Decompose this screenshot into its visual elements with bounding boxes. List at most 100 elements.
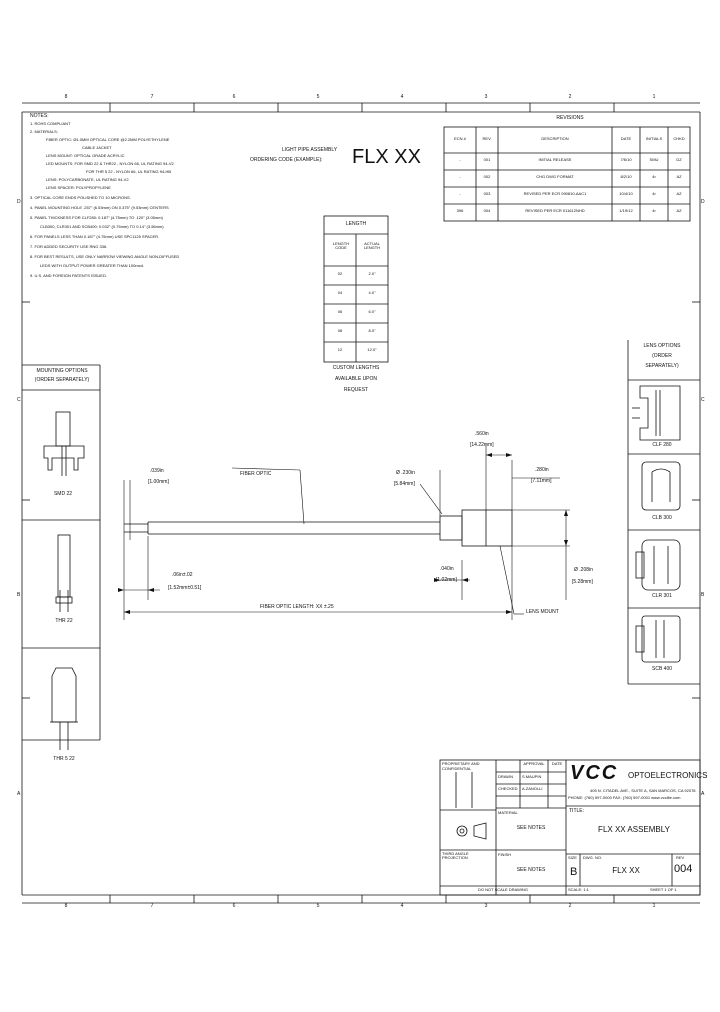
- rev-label: REV: [676, 855, 685, 860]
- length-code: 08: [337, 328, 343, 333]
- zone-right-d: D: [701, 199, 705, 205]
- dim-lensmount-dia-mm: [5.84mm]: [394, 481, 415, 487]
- zone-bottom-6: 6: [232, 903, 236, 909]
- rev-cell: 7/6/10: [620, 157, 632, 162]
- length-actual: 4.0": [368, 290, 376, 295]
- rev-value: 004: [674, 863, 693, 875]
- note-line: 5. PANEL THICKNESS FOR CLF280: 0.187" (4…: [30, 215, 163, 220]
- lens-options-title: (ORDER: [652, 353, 672, 359]
- length-actual: 6.0": [368, 309, 376, 314]
- note-line: FIBER OPTIC: Ø1.0MM OPTICAL CORE @2.2MM …: [46, 137, 170, 142]
- dim-lensmount-dia: Ø .230in: [396, 470, 415, 476]
- length-title: LENGTH: [345, 221, 367, 227]
- rev-cell: -: [459, 174, 461, 179]
- rev-header: DESCRIPTION: [541, 136, 569, 141]
- length-footer: REQUEST: [343, 387, 369, 393]
- zone-top-1: 1: [652, 94, 656, 100]
- rev-cell: DZ: [676, 157, 682, 162]
- mounting-title: MOUNTING OPTIONS: [36, 368, 88, 374]
- zone-right-b: B: [701, 592, 705, 598]
- sig-header-approval: APPROVAL: [523, 761, 545, 766]
- zone-bottom-4: 4: [400, 903, 404, 909]
- rev-cell: 4r: [652, 208, 656, 213]
- rev-cell: AZ: [676, 191, 682, 196]
- length-code: 12: [337, 347, 343, 352]
- scale-value: SCALE: 1:1: [568, 887, 589, 892]
- zone-bottom-1: 1: [652, 903, 656, 909]
- dim-end-06-mm: [1.52mm±0.51]: [168, 585, 202, 591]
- rev-cell: 8/2/10: [620, 174, 632, 179]
- sig-row-label: DRAWN: [498, 774, 513, 779]
- note-line: LEDS WITH OUTPUT POWER GREATER THAN 100m…: [40, 263, 145, 268]
- company-contact: PHONE: (760) 597-0000 FAX: (760) 597-000…: [568, 795, 681, 800]
- zone-top-8: 8: [64, 94, 68, 100]
- length-actual: 12.0": [367, 347, 377, 352]
- length-footer: AVAILABLE UPON: [334, 376, 378, 382]
- mounting-item-thr22: THR 22: [55, 618, 73, 624]
- thr522-drawing: [50, 667, 78, 750]
- finish-value: SEE NOTES: [516, 867, 546, 873]
- smd22-drawing: [43, 411, 85, 476]
- zone-left-d: D: [17, 199, 21, 205]
- title-label: TITLE:: [569, 808, 585, 814]
- do-not-scale: DO NOT SCALE DRAWING: [477, 887, 529, 892]
- note-line: 6. FOR PANELS LESS THAN 0.187" (4.75mm) …: [30, 234, 160, 239]
- dim-fiber-dia: .039in: [150, 468, 164, 474]
- note-line: LENS SPACER: POLYPROPYLENE: [46, 185, 111, 190]
- zone-top-4: 4: [400, 94, 404, 100]
- ordering-line2: ORDERING CODE (EXAMPLE):: [250, 157, 323, 163]
- length-header-actual: ACTUAL LENGTH: [363, 241, 381, 251]
- ordering-code: FLX XX: [352, 146, 421, 168]
- lens-item-scb400: SCB 400: [651, 666, 673, 672]
- rev-header: INITIALS: [645, 136, 663, 141]
- zone-bottom-5: 5: [316, 903, 320, 909]
- note-line: LED MOUNTS: FOR SMD 22 & THR22 - NYLON 6…: [46, 161, 174, 166]
- dim-end-06: .06in±.02: [172, 572, 193, 578]
- size-value: B: [570, 866, 578, 878]
- length-actual: 8.0": [368, 328, 376, 333]
- dim-560: .560in: [475, 431, 489, 437]
- dim-fiber-dia-mm: [1.00mm]: [148, 479, 169, 485]
- rev-cell: SMU: [649, 157, 659, 162]
- dim-280: .280in: [535, 467, 549, 473]
- note-line: 7. FOR ADDED SECURITY USE RNG 336.: [30, 244, 108, 249]
- lens-mount-label: LENS MOUNT: [526, 609, 559, 615]
- sheet-value: SHEET 1 OF 1: [650, 887, 677, 892]
- clf280-drawing: [632, 385, 681, 441]
- note-line: LENS MOUNT: OPTICAL GRADE ACRYLIC: [46, 153, 125, 158]
- thr22-drawing: [55, 534, 73, 612]
- zone-top-3: 3: [484, 94, 488, 100]
- zone-top-6: 6: [232, 94, 236, 100]
- note-line: 8. FOR BEST RESULTS, USE ONLY NARROW VIE…: [30, 254, 180, 259]
- note-line: CLB300, CLR301 AND SCB400: 0.032" (0.75m…: [40, 224, 164, 229]
- length-actual: 2.0": [368, 271, 376, 276]
- rev-cell: 4r: [652, 191, 656, 196]
- note-line: 1. ROHS COMPLIANT: [30, 121, 71, 126]
- title-block-frame: [439, 759, 701, 896]
- sig-row-name: A.ZANOLLI: [522, 786, 543, 791]
- rev-cell: 1/19/12: [619, 208, 633, 213]
- lens-options-title: SEPARATELY): [645, 363, 679, 369]
- fiber-assembly-drawing: [124, 509, 513, 547]
- material-value: SEE NOTES: [516, 825, 546, 831]
- note-line: 4. PANEL MOUNTING HOLE .257" (6.53mm) ON…: [30, 205, 169, 210]
- zone-left-b: B: [17, 592, 21, 598]
- rev-header: ECN #: [454, 136, 466, 141]
- zone-right-c: C: [701, 397, 705, 403]
- dim-040: .040in: [440, 566, 454, 572]
- dim-208: Ø .208in: [574, 567, 593, 573]
- zone-top-2: 2: [568, 94, 572, 100]
- rev-cell: 003: [483, 191, 491, 196]
- rev-cell: 10/4/10: [619, 191, 633, 196]
- dim-560-mm: [14.22mm]: [470, 442, 494, 448]
- lens-options-title: LENS OPTIONS: [643, 343, 681, 349]
- rev-cell: 001: [483, 157, 491, 162]
- revisions-title: REVISIONS: [556, 115, 584, 121]
- length-code: 02: [337, 271, 343, 276]
- fiber-optic-label: FIBER OPTIC: [240, 471, 272, 477]
- proprietary-note: PROPRIETARY AND CONFIDENTIAL: [442, 761, 480, 771]
- ordering-line1: LIGHT PIPE ASSEMBLY: [282, 147, 338, 153]
- zone-bottom-7: 7: [150, 903, 154, 909]
- material-label: MATERIAL: [498, 810, 518, 815]
